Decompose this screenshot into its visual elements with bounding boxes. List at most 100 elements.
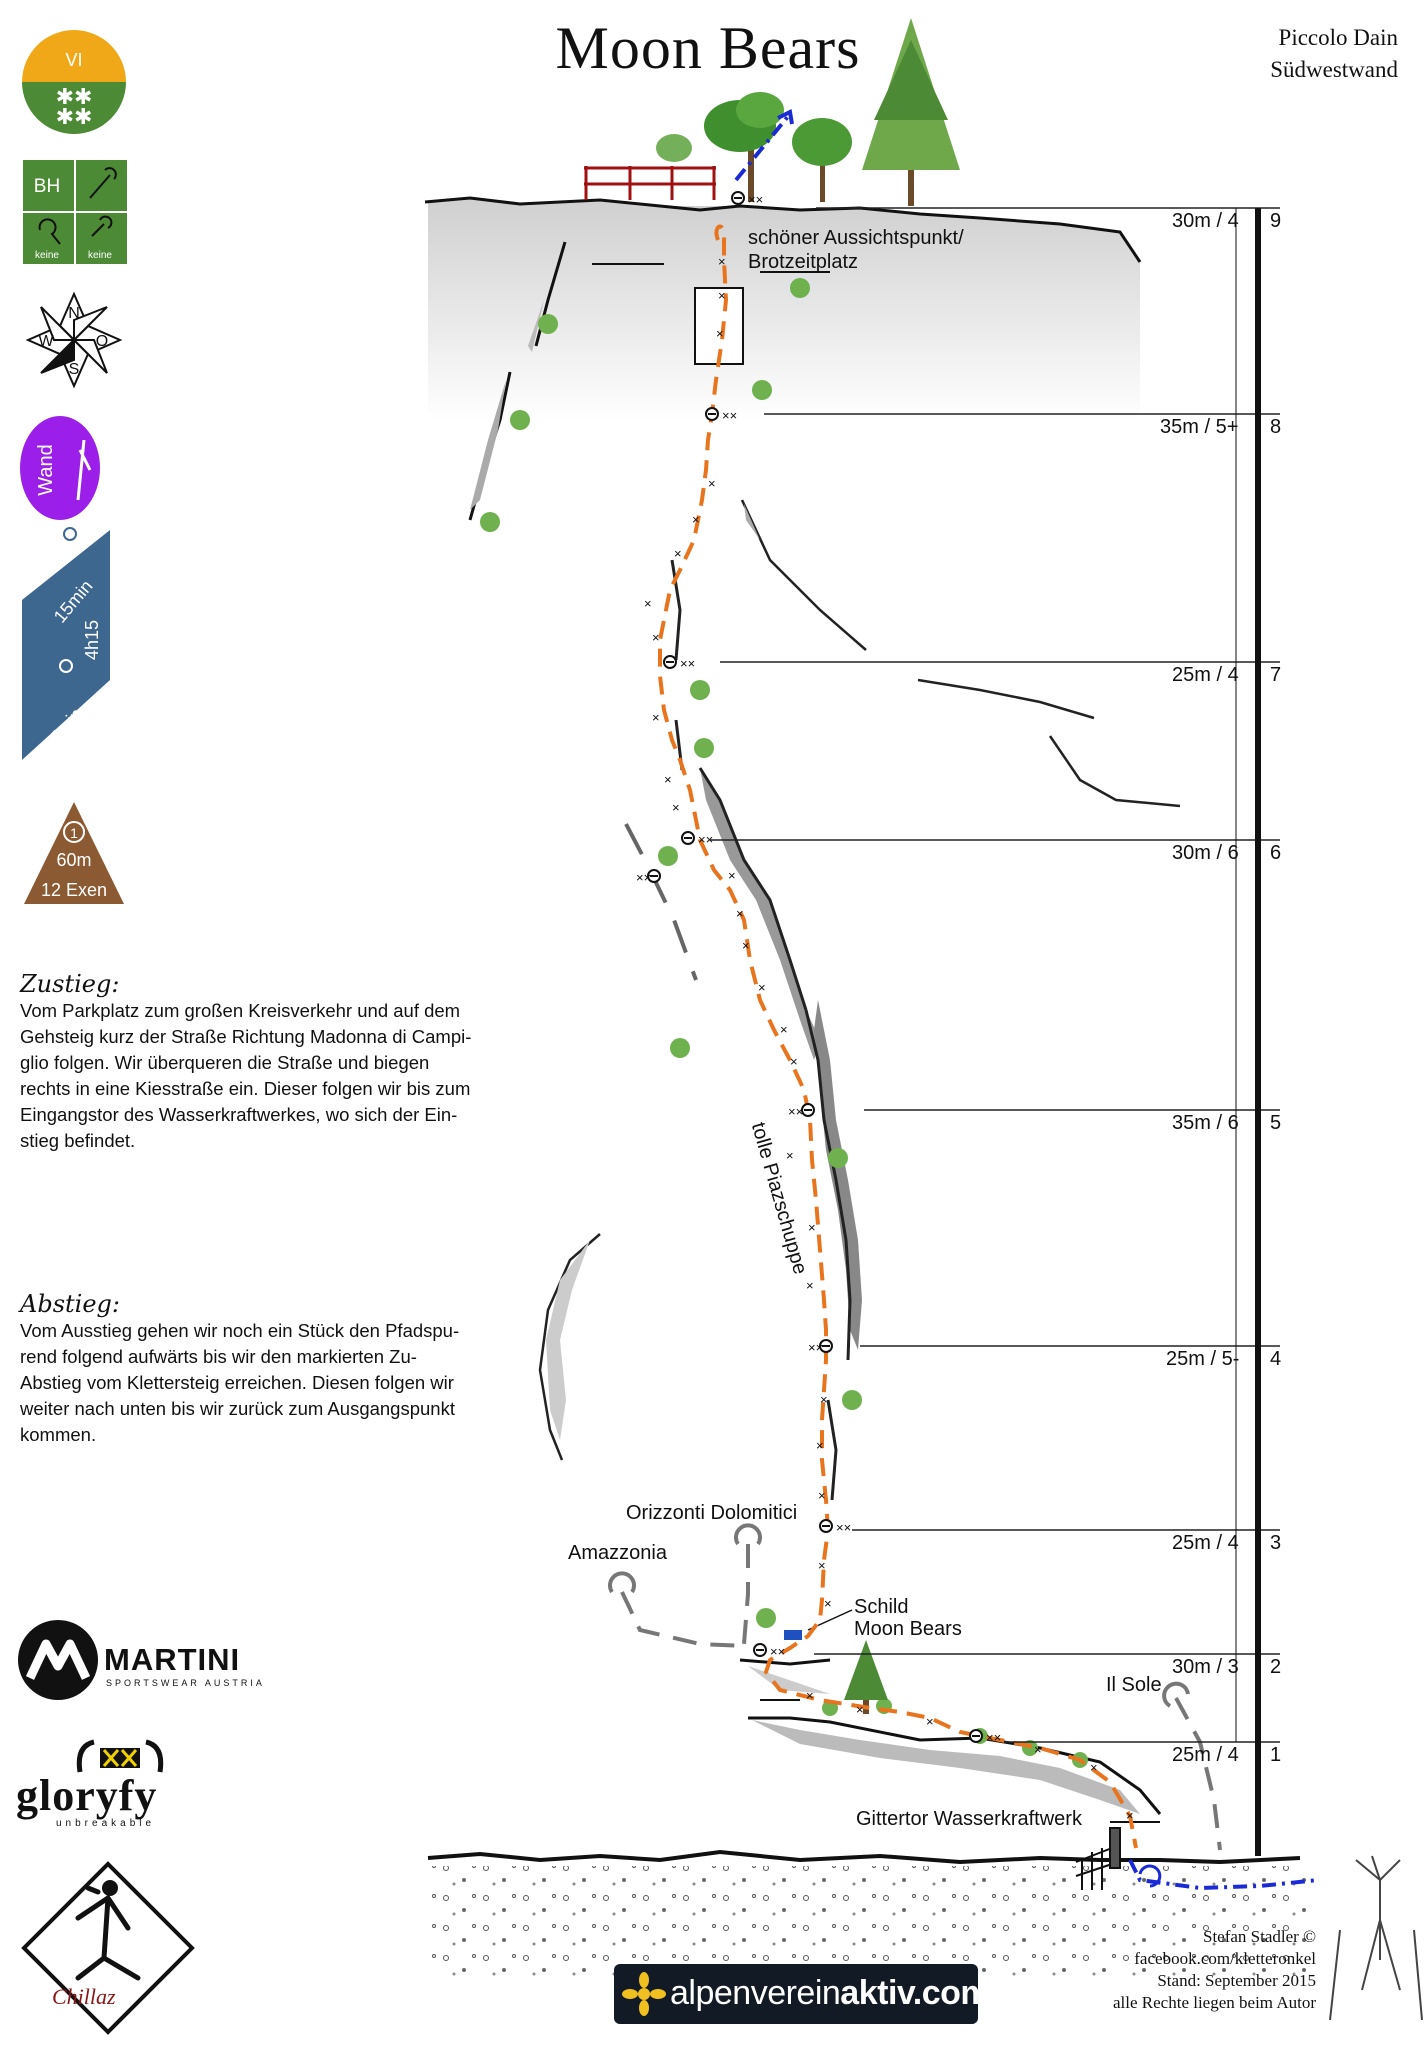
credits: Stefan Stadler © facebook.com/kletteronk…	[1113, 1926, 1316, 2014]
ground-line	[427, 1849, 1301, 1865]
svg-text:×: ×	[806, 1278, 814, 1293]
time-diagram: 15min 4h15 15min	[22, 527, 131, 760]
svg-text:×: ×	[674, 546, 682, 561]
svg-text:×: ×	[820, 1392, 828, 1407]
peak-name: Piccolo Dain	[1278, 25, 1398, 50]
climber-sketch-icon	[1329, 1855, 1423, 2021]
svg-text:×: ×	[786, 1148, 794, 1163]
rights-notice: alle Rechte liegen beim Autor	[1113, 1993, 1316, 2012]
martini-logo: MARTINI SPORTSWEAR AUSTRIA	[16, 1618, 266, 1708]
svg-text:×: ×	[790, 1054, 798, 1069]
flake-shadow	[700, 768, 820, 1060]
gate-label: Gittertor Wasserkraftwerk	[856, 1808, 1082, 1830]
svg-text:×: ×	[692, 512, 700, 527]
svg-text:×: ×	[718, 254, 726, 269]
approach-section: Zustieg: Vom Parkplatz zum großen Kreisv…	[20, 970, 510, 1154]
route-amazzonia	[620, 1591, 745, 1648]
pitch-9-grade: 30m / 4	[1172, 210, 1239, 232]
svg-text:×: ×	[926, 1714, 934, 1729]
gloryfy-logo: gloryfy unbreakable	[16, 1738, 236, 1829]
compass-rose-icon: N W O S	[25, 291, 123, 389]
grade-stars: ✱✱	[56, 84, 93, 109]
piton-none: keine	[35, 250, 59, 261]
location: Piccolo Dain Südwestwand	[1270, 22, 1398, 86]
pitch-scale-bar	[1235, 208, 1261, 1856]
pitch-1-grade: 25m / 4	[1172, 1744, 1239, 1766]
rope-count: 1	[70, 825, 78, 841]
neighbour-route	[624, 823, 698, 981]
grade-badge: VI ✱✱ ✱✱	[22, 30, 126, 134]
svg-text:×: ×	[1034, 1742, 1042, 1757]
rock-type-badge: Wand	[20, 416, 100, 520]
compass-s: S	[69, 361, 80, 378]
pitch-1-number: 1	[1270, 1744, 1282, 1766]
svg-text:×: ×	[780, 1022, 788, 1037]
descent-heading: Abstieg:	[20, 1290, 120, 1318]
svg-text:×: ×	[758, 980, 766, 995]
gate-icon	[1075, 1827, 1121, 1890]
sign-label: Schild Moon Bears	[854, 1596, 962, 1640]
svg-text:✱✱: ✱✱	[56, 104, 93, 129]
svg-text:×: ×	[816, 1438, 824, 1453]
pitch-8-grade: 35m / 5+	[1160, 416, 1239, 438]
pitch-5-grade: 35m / 6	[1172, 1112, 1239, 1134]
rope-length: 60m	[56, 850, 91, 870]
gear-badge: 1 60m 12 Exen	[24, 802, 124, 904]
edelweiss-icon	[622, 1972, 666, 2016]
route-line	[658, 224, 1138, 1849]
pitch-lines	[710, 207, 1280, 1743]
fence-icon	[584, 166, 716, 200]
piton-icon	[38, 218, 61, 245]
viewpoint-label: schöner Aussichtspunkt/ Brotzeitplatz	[748, 227, 964, 273]
summit-rock	[428, 198, 1140, 420]
route-orizzonti	[742, 1544, 750, 1645]
svg-text:××: ××	[770, 1644, 785, 1659]
topo-title: Moon Bears	[555, 15, 861, 81]
svg-text:××: ××	[808, 1340, 823, 1355]
pitch-5-number: 5	[1270, 1112, 1282, 1134]
svg-text:×: ×	[736, 906, 744, 921]
pitch-4-grade: 25m / 5-	[1166, 1348, 1240, 1370]
tree-icon	[656, 18, 960, 206]
bolt-marks: ×××××× ×××××× ×××××× ×× ××× ××× ××× ××× …	[636, 192, 1134, 1823]
protection-grid: BH keine keine	[23, 160, 127, 264]
svg-text:×: ×	[824, 1596, 832, 1611]
svg-text:××: ××	[680, 656, 695, 671]
bolts-label: BH	[34, 176, 60, 197]
svg-text:××: ××	[698, 832, 713, 847]
amazzonia-label: Amazzonia	[568, 1542, 667, 1564]
facebook-link[interactable]: facebook.com/kletteronkel	[1134, 1949, 1316, 1968]
pitch-2-number: 2	[1270, 1656, 1282, 1678]
svg-text:××: ××	[636, 870, 651, 885]
svg-text:××: ××	[836, 1520, 851, 1535]
alpenverein-logo: alpenvereinaktiv.com	[614, 1964, 991, 2024]
shrub-icons	[480, 278, 1088, 1768]
svg-text:×: ×	[716, 326, 724, 341]
svg-text:×: ×	[718, 288, 726, 303]
climber-icon	[76, 439, 92, 501]
status-date: Stand: September 2015	[1157, 1971, 1316, 1990]
gloryfy-mark-icon	[76, 1739, 164, 1773]
sole-label: Il Sole	[1106, 1674, 1162, 1696]
pitch-3-grade: 25m / 4	[1172, 1532, 1239, 1554]
svg-text:×: ×	[742, 938, 750, 953]
compass-n: N	[68, 305, 80, 322]
svg-text:××: ××	[748, 192, 763, 207]
descent-text: Vom Ausstieg gehen wir noch ein Stück de…	[20, 1320, 460, 1445]
svg-text:×: ×	[664, 772, 672, 787]
chillaz-mark-icon	[21, 1861, 195, 2035]
svg-text:×: ×	[818, 1558, 826, 1573]
face-name: Südwestwand	[1270, 57, 1398, 82]
nut-none: keine	[88, 250, 112, 261]
nut-icon	[91, 215, 113, 237]
svg-text:×: ×	[808, 1220, 816, 1235]
pitch-9-number: 9	[1270, 210, 1282, 232]
svg-text:×: ×	[818, 1488, 826, 1503]
compass-w: W	[38, 333, 54, 350]
rope-icon	[63, 821, 85, 843]
info-icons: VI ✱✱ ✱✱ BH keine keine N W O S Wand	[20, 30, 131, 904]
gravel-ground	[428, 1866, 1308, 1976]
orizzonti-label: Orizzonti Dolomitici	[626, 1502, 798, 1524]
pitch-7-number: 7	[1270, 664, 1282, 686]
